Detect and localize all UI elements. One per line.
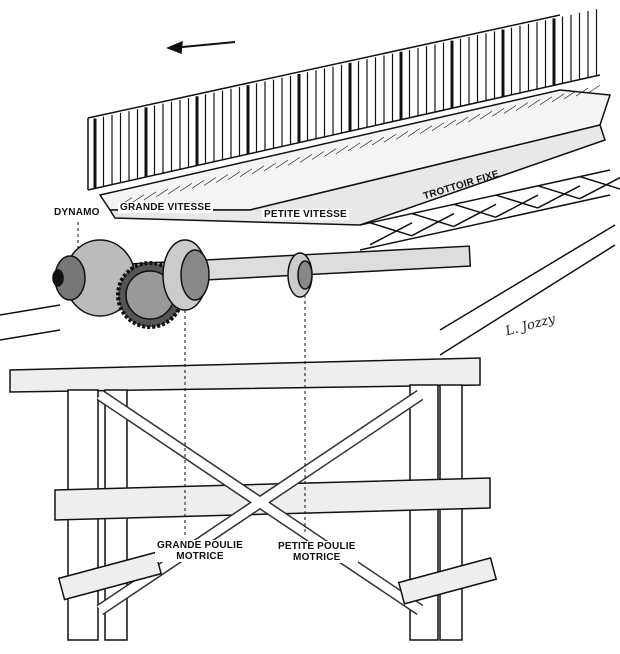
wooden-scaffold: [9, 357, 498, 641]
plank-line: [155, 188, 169, 198]
plank-line: [299, 154, 313, 163]
plank-line: [275, 159, 289, 169]
plank-line: [371, 136, 385, 146]
truss-brace: [579, 175, 620, 190]
label-grande-vitesse: GRANDE VITESSE: [118, 202, 214, 213]
plank-line: [179, 182, 193, 192]
plank-line: [263, 162, 277, 172]
truss-brace: [495, 194, 539, 209]
plank-line: [287, 157, 301, 166]
plank-line: [251, 165, 265, 175]
truss-brace: [579, 176, 620, 200]
label-line: MOTRICE: [293, 552, 341, 563]
fixed-walkway-truss: [359, 169, 620, 356]
plank-line: [311, 151, 325, 160]
plank-line: [227, 171, 241, 180]
plank-line: [527, 99, 541, 108]
plank-line: [143, 191, 157, 201]
truss-brace: [537, 185, 581, 200]
plank-line: [191, 180, 205, 189]
truss-brace: [369, 222, 413, 237]
label-grande-poulie-motrice: GRANDE POULIE MOTRICE: [155, 540, 245, 562]
truss-brace: [495, 194, 539, 218]
plank-line: [503, 105, 517, 114]
plank-line: [419, 125, 433, 134]
plank-line: [575, 87, 589, 97]
plank-line: [407, 128, 421, 137]
label-line: GRANDE POULIE: [157, 540, 243, 551]
plank-line: [335, 145, 349, 155]
truss-brace: [453, 203, 497, 219]
label-dynamo: DYNAMO: [52, 207, 102, 218]
plank-line: [131, 194, 145, 203]
plank-line: [455, 116, 469, 126]
plank-line: [551, 93, 565, 103]
plank-line: [395, 131, 409, 140]
plank-line: [359, 139, 373, 149]
plank-line: [563, 90, 577, 100]
leader-lines: [77, 222, 306, 535]
plank-line: [203, 177, 217, 186]
truss-brace: [537, 185, 581, 209]
dynamo: [52, 239, 136, 317]
petite-poulie-motrice: [287, 252, 313, 298]
truss-brace: [369, 222, 413, 246]
plank-line: [467, 113, 481, 123]
truss-brace: [411, 212, 455, 228]
label-petite-poulie-motrice: PETITE POULIE MOTRICE: [276, 541, 358, 563]
direction-arrow-icon: [166, 40, 236, 55]
plank-line: [347, 142, 361, 152]
plank-line: [167, 185, 181, 195]
plank-line: [491, 108, 505, 117]
plank-line: [443, 119, 457, 129]
plank-line: [215, 174, 229, 183]
truss-brace: [411, 212, 455, 237]
plank-line: [587, 85, 601, 94]
plank-line: [323, 148, 337, 157]
label-petite-vitesse: PETITE VITESSE: [262, 209, 349, 220]
large-gear: [116, 261, 184, 329]
truss-brace: [453, 203, 497, 227]
plank-line: [479, 110, 493, 120]
plank-line: [515, 102, 529, 111]
railing: [87, 9, 601, 191]
plank-line: [539, 96, 553, 106]
label-line: MOTRICE: [176, 551, 224, 562]
plank-line: [431, 122, 445, 131]
grande-poulie-motrice: [162, 239, 210, 311]
walkway-platforms: [98, 85, 612, 226]
plank-line: [383, 133, 397, 143]
label-line: PETITE POULIE: [278, 541, 356, 552]
plank-line: [239, 168, 253, 178]
